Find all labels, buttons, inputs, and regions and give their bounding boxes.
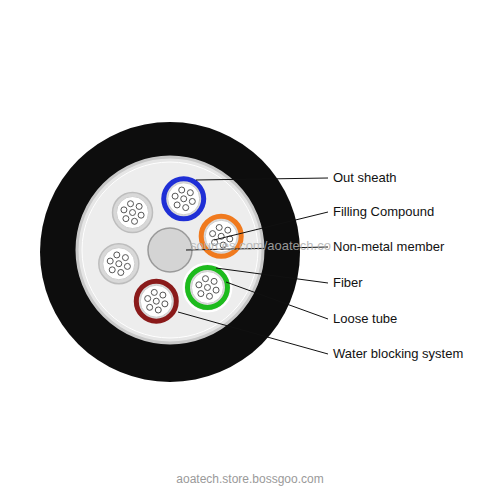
fiber [162, 301, 168, 307]
part-label: Non-metal member [333, 239, 444, 255]
loose-tube [99, 244, 139, 284]
fiber [130, 210, 136, 216]
fiber [172, 193, 178, 199]
fiber [132, 218, 138, 224]
part-label: Loose tube [333, 311, 397, 327]
fiber [160, 292, 166, 298]
fiber [174, 202, 180, 208]
fiber [198, 291, 204, 297]
fiber [202, 276, 208, 282]
loose-tube [113, 193, 153, 233]
fiber [153, 298, 159, 304]
fiber [206, 293, 212, 299]
fiber [187, 190, 193, 196]
loose-tube [183, 263, 231, 311]
watermark: aoatech.store.bossgoo.com [176, 472, 323, 486]
fiber [204, 284, 210, 290]
leader-line [216, 268, 328, 283]
fiber [114, 252, 120, 258]
fiber [181, 196, 187, 202]
fiber [196, 282, 202, 288]
part-label: Fiber [333, 275, 363, 291]
fiber [138, 212, 144, 218]
fiber [124, 263, 130, 269]
loose-tube [164, 179, 204, 219]
loose-tube [136, 281, 176, 321]
leader-line [196, 178, 328, 180]
leader-line [214, 212, 328, 240]
fiber [179, 187, 185, 193]
watermark: sources.com/aoatech.co [190, 238, 331, 254]
leader-line [226, 282, 328, 319]
fiber [213, 287, 219, 293]
fiber [118, 269, 124, 275]
fiber [107, 258, 113, 264]
fiber [211, 278, 217, 284]
fiber [225, 227, 231, 233]
leader-lines [178, 178, 328, 354]
fiber [121, 207, 127, 213]
fiber [147, 304, 153, 310]
fiber [183, 205, 189, 211]
fiber [109, 267, 115, 273]
fiber [128, 201, 134, 207]
part-label: Filling Compound [333, 204, 434, 220]
fiber [189, 198, 195, 204]
part-label: Out sheath [333, 170, 397, 186]
fiber [155, 307, 161, 313]
fiber [122, 255, 128, 261]
part-label: Water blocking system [333, 346, 463, 362]
fiber [210, 231, 216, 237]
fiber [151, 289, 157, 295]
leader-line [178, 312, 328, 354]
fiber [216, 225, 222, 231]
fiber [116, 261, 122, 267]
fiber [136, 203, 142, 209]
fiber [123, 216, 129, 222]
fiber [145, 296, 151, 302]
non-metal-member [148, 228, 192, 272]
